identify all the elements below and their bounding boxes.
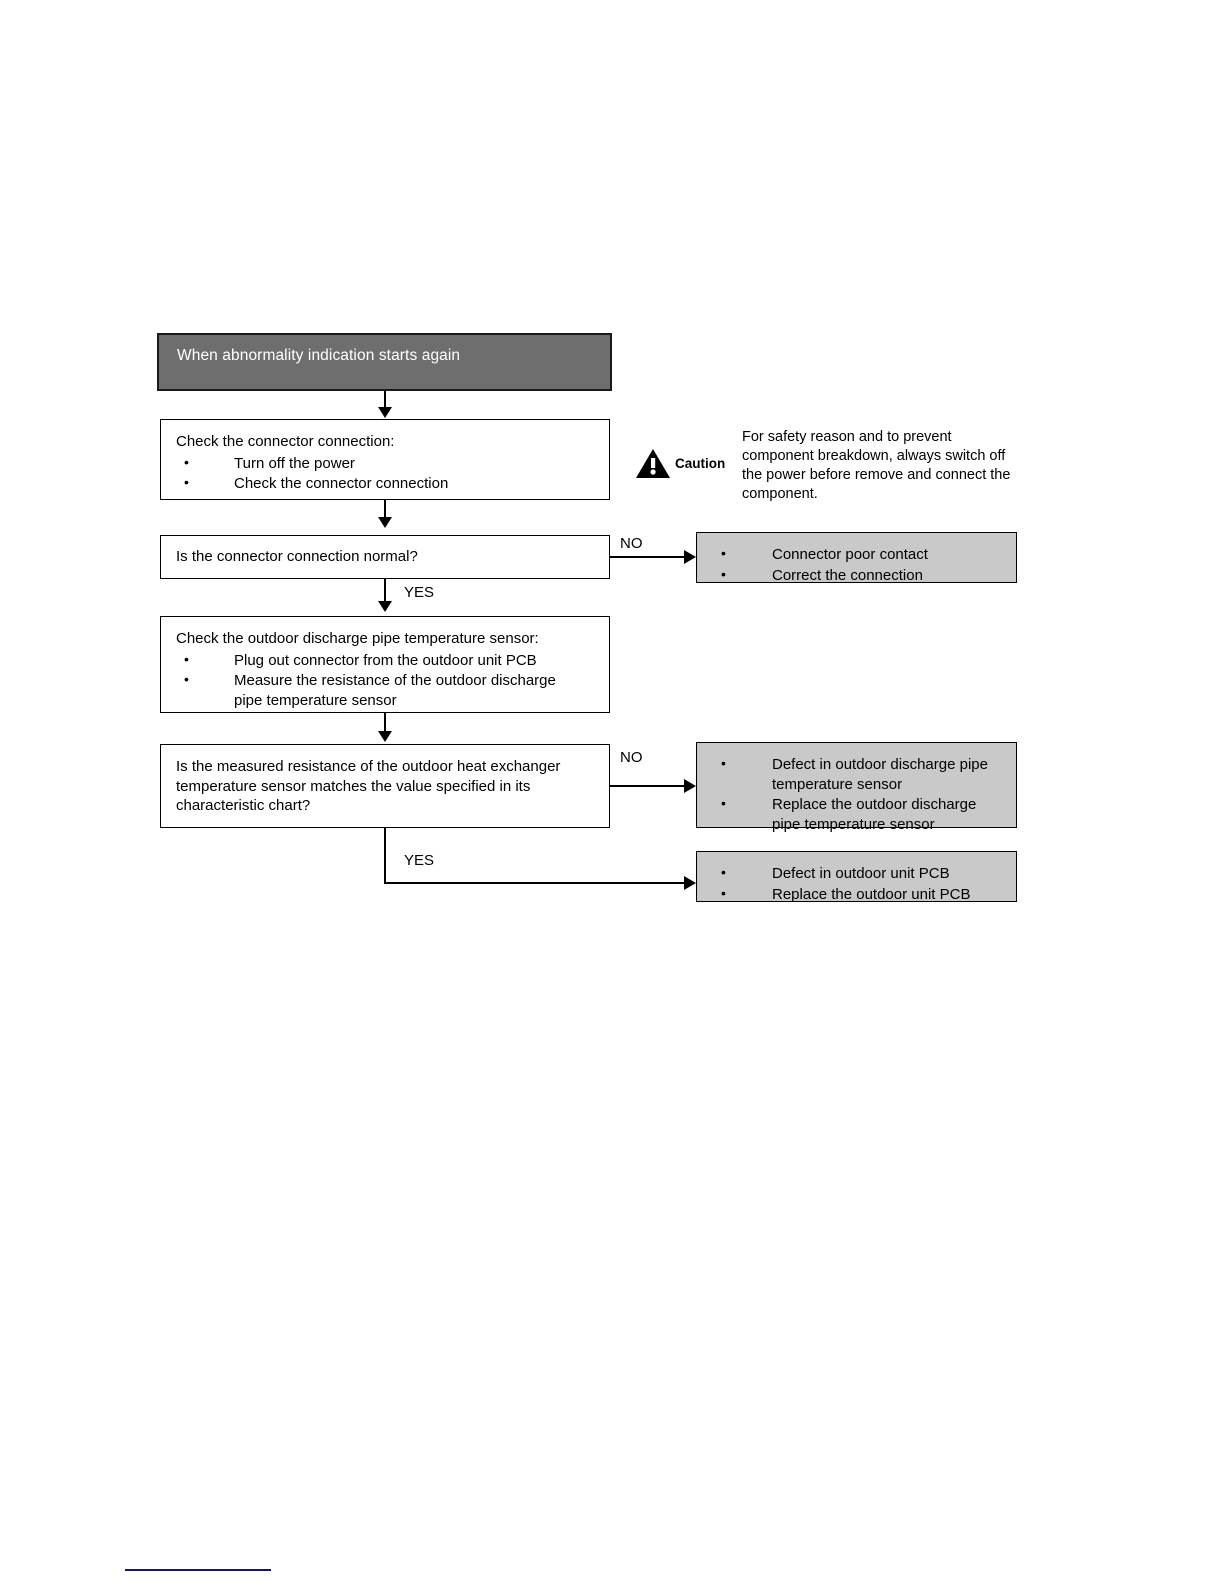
list-item: Defect in outdoor unit PCB (697, 863, 1016, 884)
arrowhead-down-4 (378, 731, 392, 742)
footer-divider (125, 1569, 271, 1571)
decision-connector-normal-box: Is the connector connection normal? (160, 535, 610, 579)
connector-decision2-yes-horizontal (384, 882, 688, 884)
list-item: Defect in outdoor discharge pipe tempera… (697, 754, 1016, 794)
connector-decision2-no (610, 785, 688, 787)
arrowhead-down-3 (378, 601, 392, 612)
branch-label-yes-1: YES (404, 584, 435, 601)
connector-decision1-no (610, 556, 688, 558)
list-item: Correct the connection (697, 565, 1016, 586)
connector-header-to-check-connector (384, 391, 386, 412)
result-connector-poor-contact-bullets: Connector poor contact Correct the conne… (697, 544, 1016, 586)
list-item: Plug out connector from the outdoor unit… (176, 650, 609, 671)
step-check-connector-box: Check the connector connection: Turn off… (160, 419, 610, 500)
decision-connector-normal-question: Is the connector connection normal? (176, 548, 418, 565)
list-item: Connector poor contact (697, 544, 1016, 565)
list-item: Replace the outdoor discharge pipe tempe… (697, 794, 1016, 834)
arrowhead-right-3 (684, 876, 696, 890)
arrowhead-down-2 (378, 517, 392, 528)
connector-check-connector-to-decision1 (384, 500, 386, 521)
flow-header-label: When abnormality indication starts again (177, 347, 461, 364)
step-check-sensor-title: Check the outdoor discharge pipe tempera… (176, 630, 539, 647)
step-check-connector-title: Check the connector connection: (176, 433, 395, 450)
branch-label-yes-2: YES (404, 852, 435, 869)
connector-check-sensor-to-decision2 (384, 713, 386, 735)
caution-label: Caution (675, 455, 726, 471)
step-check-sensor-box: Check the outdoor discharge pipe tempera… (160, 616, 610, 713)
branch-label-no-2: NO (620, 749, 643, 766)
connector-decision2-yes-vertical (384, 828, 386, 884)
flow-header-box: When abnormality indication starts again (157, 333, 612, 391)
result-pcb-defect-box: Defect in outdoor unit PCB Replace the o… (696, 851, 1017, 905)
arrowhead-down-1 (378, 407, 392, 418)
branch-label-no-1: NO (620, 535, 643, 552)
caution-icon-row: Caution (635, 447, 725, 479)
caution-text: For safety reason and to prevent compone… (742, 429, 1011, 503)
step-check-connector-bullets: Turn off the power Check the connector c… (176, 453, 609, 494)
decision-resistance-matches-box: Is the measured resistance of the outdoo… (160, 744, 610, 828)
list-item: Turn off the power (176, 453, 609, 474)
result-sensor-defect-bullets: Defect in outdoor discharge pipe tempera… (697, 754, 1016, 834)
connector-decision1-yes (384, 579, 386, 604)
result-connector-poor-contact-box: Connector poor contact Correct the conne… (696, 532, 1017, 586)
result-sensor-defect-box: Defect in outdoor discharge pipe tempera… (696, 742, 1017, 833)
decision-resistance-matches-question: Is the measured resistance of the outdoo… (176, 758, 561, 814)
list-item: Replace the outdoor unit PCB (697, 884, 1016, 905)
arrowhead-right-1 (684, 550, 696, 564)
warning-triangle-icon (636, 449, 670, 478)
list-item: Measure the resistance of the outdoor di… (176, 670, 609, 710)
list-item: Check the connector connection (176, 473, 609, 494)
step-check-sensor-bullets: Plug out connector from the outdoor unit… (176, 650, 609, 711)
result-pcb-defect-bullets: Defect in outdoor unit PCB Replace the o… (697, 863, 1016, 905)
arrowhead-right-2 (684, 779, 696, 793)
